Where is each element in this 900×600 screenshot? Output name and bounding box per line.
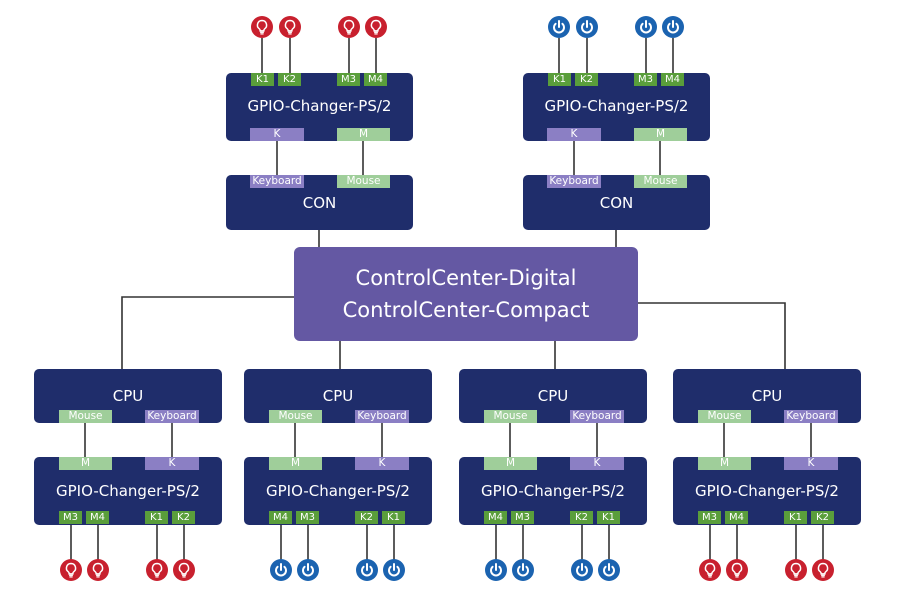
port-k1: K1 — [251, 73, 274, 86]
power-icon — [270, 559, 292, 581]
lightbulb-icon — [726, 559, 748, 581]
port-mouse: Mouse — [269, 410, 322, 423]
port-m: M — [698, 457, 751, 470]
cpu-title: CPU — [751, 387, 783, 405]
power-icon — [485, 559, 507, 581]
port-k2: K2 — [278, 73, 301, 86]
gpio-title: GPIO-Changer-PS/2 — [695, 482, 839, 500]
power-icon — [512, 559, 534, 581]
port-m: M — [634, 128, 687, 141]
cpu-title: CPU — [322, 387, 354, 405]
lightbulb-icon — [173, 559, 195, 581]
lightbulb-icon — [812, 559, 834, 581]
port-k: K — [784, 457, 838, 470]
port-k: K — [570, 457, 624, 470]
gpio-title: GPIO-Changer-PS/2 — [481, 482, 625, 500]
port-k1: K1 — [548, 73, 571, 86]
gpio-title: GPIO-Changer-PS/2 — [544, 97, 689, 115]
port-m4: M4 — [725, 511, 748, 524]
branch-line-cpu-4 — [638, 302, 786, 369]
branch-line-cpu-1 — [121, 296, 294, 369]
port-m: M — [59, 457, 112, 470]
port-mouse: Mouse — [337, 175, 390, 188]
port-mouse: Mouse — [634, 175, 687, 188]
port-keyboard: Keyboard — [547, 175, 601, 188]
gpio-title: GPIO-Changer-PS/2 — [56, 482, 200, 500]
port-k: K — [355, 457, 409, 470]
power-icon — [635, 16, 657, 38]
port-m: M — [337, 128, 390, 141]
controlcenter-title-compact: ControlCenter-Compact — [342, 298, 590, 322]
port-m4: M4 — [364, 73, 387, 86]
power-icon — [383, 559, 405, 581]
port-k2: K2 — [575, 73, 598, 86]
power-icon — [548, 16, 570, 38]
cpu-title: CPU — [112, 387, 144, 405]
cpu-title: CPU — [537, 387, 569, 405]
power-icon — [571, 559, 593, 581]
port-mouse: Mouse — [698, 410, 751, 423]
port-k1: K1 — [145, 511, 168, 524]
lightbulb-icon — [87, 559, 109, 581]
port-m: M — [269, 457, 322, 470]
port-mouse: Mouse — [484, 410, 537, 423]
port-k: K — [145, 457, 199, 470]
port-k: K — [547, 128, 601, 141]
port-m3: M3 — [337, 73, 360, 86]
con-title: CON — [599, 194, 634, 212]
lightbulb-icon — [785, 559, 807, 581]
controlcenter-title-digital: ControlCenter-Digital — [355, 266, 577, 290]
power-icon — [662, 16, 684, 38]
port-k2: K2 — [570, 511, 593, 524]
port-m3: M3 — [296, 511, 319, 524]
port-mouse: Mouse — [59, 410, 112, 423]
lightbulb-icon — [338, 16, 360, 38]
port-keyboard: Keyboard — [784, 410, 838, 423]
lightbulb-icon — [279, 16, 301, 38]
port-m3: M3 — [634, 73, 657, 86]
port-m3: M3 — [698, 511, 721, 524]
port-k2: K2 — [172, 511, 195, 524]
port-k1: K1 — [382, 511, 405, 524]
port-k2: K2 — [355, 511, 378, 524]
port-k: K — [250, 128, 304, 141]
port-m4: M4 — [86, 511, 109, 524]
port-m4: M4 — [484, 511, 507, 524]
power-icon — [297, 559, 319, 581]
port-keyboard: Keyboard — [250, 175, 304, 188]
gpio-title: GPIO-Changer-PS/2 — [266, 482, 410, 500]
port-m4: M4 — [269, 511, 292, 524]
lightbulb-icon — [699, 559, 721, 581]
power-icon — [576, 16, 598, 38]
port-keyboard: Keyboard — [145, 410, 199, 423]
lightbulb-icon — [365, 16, 387, 38]
lightbulb-icon — [251, 16, 273, 38]
port-m3: M3 — [511, 511, 534, 524]
lightbulb-icon — [60, 559, 82, 581]
port-k2: K2 — [811, 511, 834, 524]
port-k1: K1 — [597, 511, 620, 524]
port-keyboard: Keyboard — [570, 410, 624, 423]
port-k1: K1 — [784, 511, 807, 524]
power-icon — [356, 559, 378, 581]
port-keyboard: Keyboard — [355, 410, 409, 423]
power-icon — [598, 559, 620, 581]
con-title: CON — [302, 194, 337, 212]
controlcenter-box: ControlCenter-Digital ControlCenter-Comp… — [294, 247, 638, 341]
port-m3: M3 — [59, 511, 82, 524]
lightbulb-icon — [146, 559, 168, 581]
port-m: M — [484, 457, 537, 470]
port-m4: M4 — [661, 73, 684, 86]
gpio-title: GPIO-Changer-PS/2 — [247, 97, 392, 115]
